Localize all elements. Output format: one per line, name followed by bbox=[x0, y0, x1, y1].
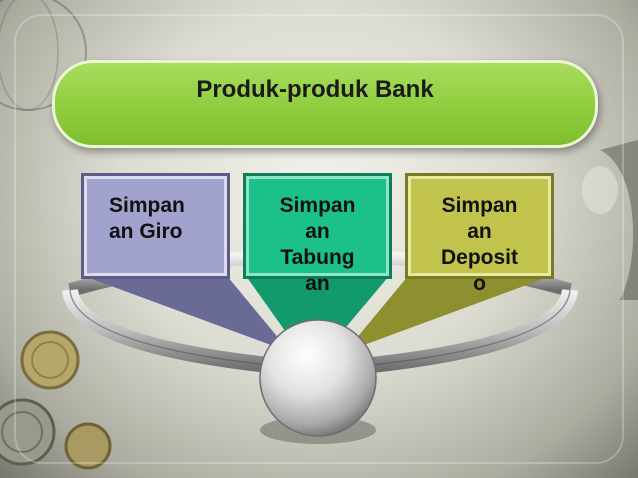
title-banner: Produk-produk Bank bbox=[52, 60, 598, 148]
product-box-tabungan: Simpan an Tabung an bbox=[246, 176, 389, 295]
funnel-segment-1 bbox=[84, 276, 290, 352]
coin-icon bbox=[20, 330, 80, 390]
funnel-segment-3 bbox=[345, 276, 551, 352]
product-box-giro: Simpan an Giro bbox=[84, 176, 227, 276]
globe-decoration bbox=[0, 0, 87, 111]
funnel-segment-2 bbox=[246, 276, 389, 352]
hub-sphere bbox=[259, 319, 377, 437]
page-title: Produk-produk Bank bbox=[196, 76, 434, 103]
coin-icon bbox=[64, 422, 112, 470]
product-box-deposito: Simpan an Deposit o bbox=[408, 176, 551, 295]
coin-icon bbox=[0, 398, 56, 466]
